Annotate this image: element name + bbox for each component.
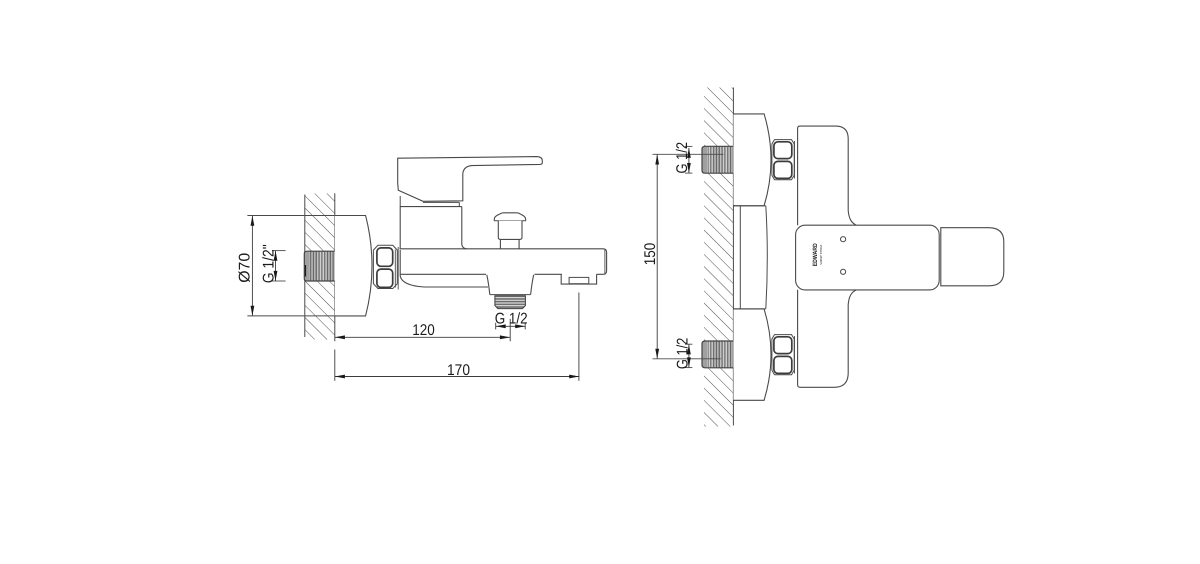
svg-text:SANITARY FITTINGS: SANITARY FITTINGS [819, 245, 823, 265]
svg-text:EDWARD: EDWARD [812, 243, 819, 266]
svg-text:120: 120 [412, 322, 435, 339]
svg-text:G 1/2: G 1/2 [495, 311, 528, 328]
svg-text:G 1/2: G 1/2 [674, 142, 691, 174]
svg-text:Ø70: Ø70 [236, 252, 253, 282]
svg-text:G 1/2: G 1/2 [675, 338, 692, 370]
svg-text:G 1/2": G 1/2" [261, 244, 278, 283]
svg-text:150: 150 [642, 242, 659, 265]
svg-text:170: 170 [447, 362, 470, 379]
